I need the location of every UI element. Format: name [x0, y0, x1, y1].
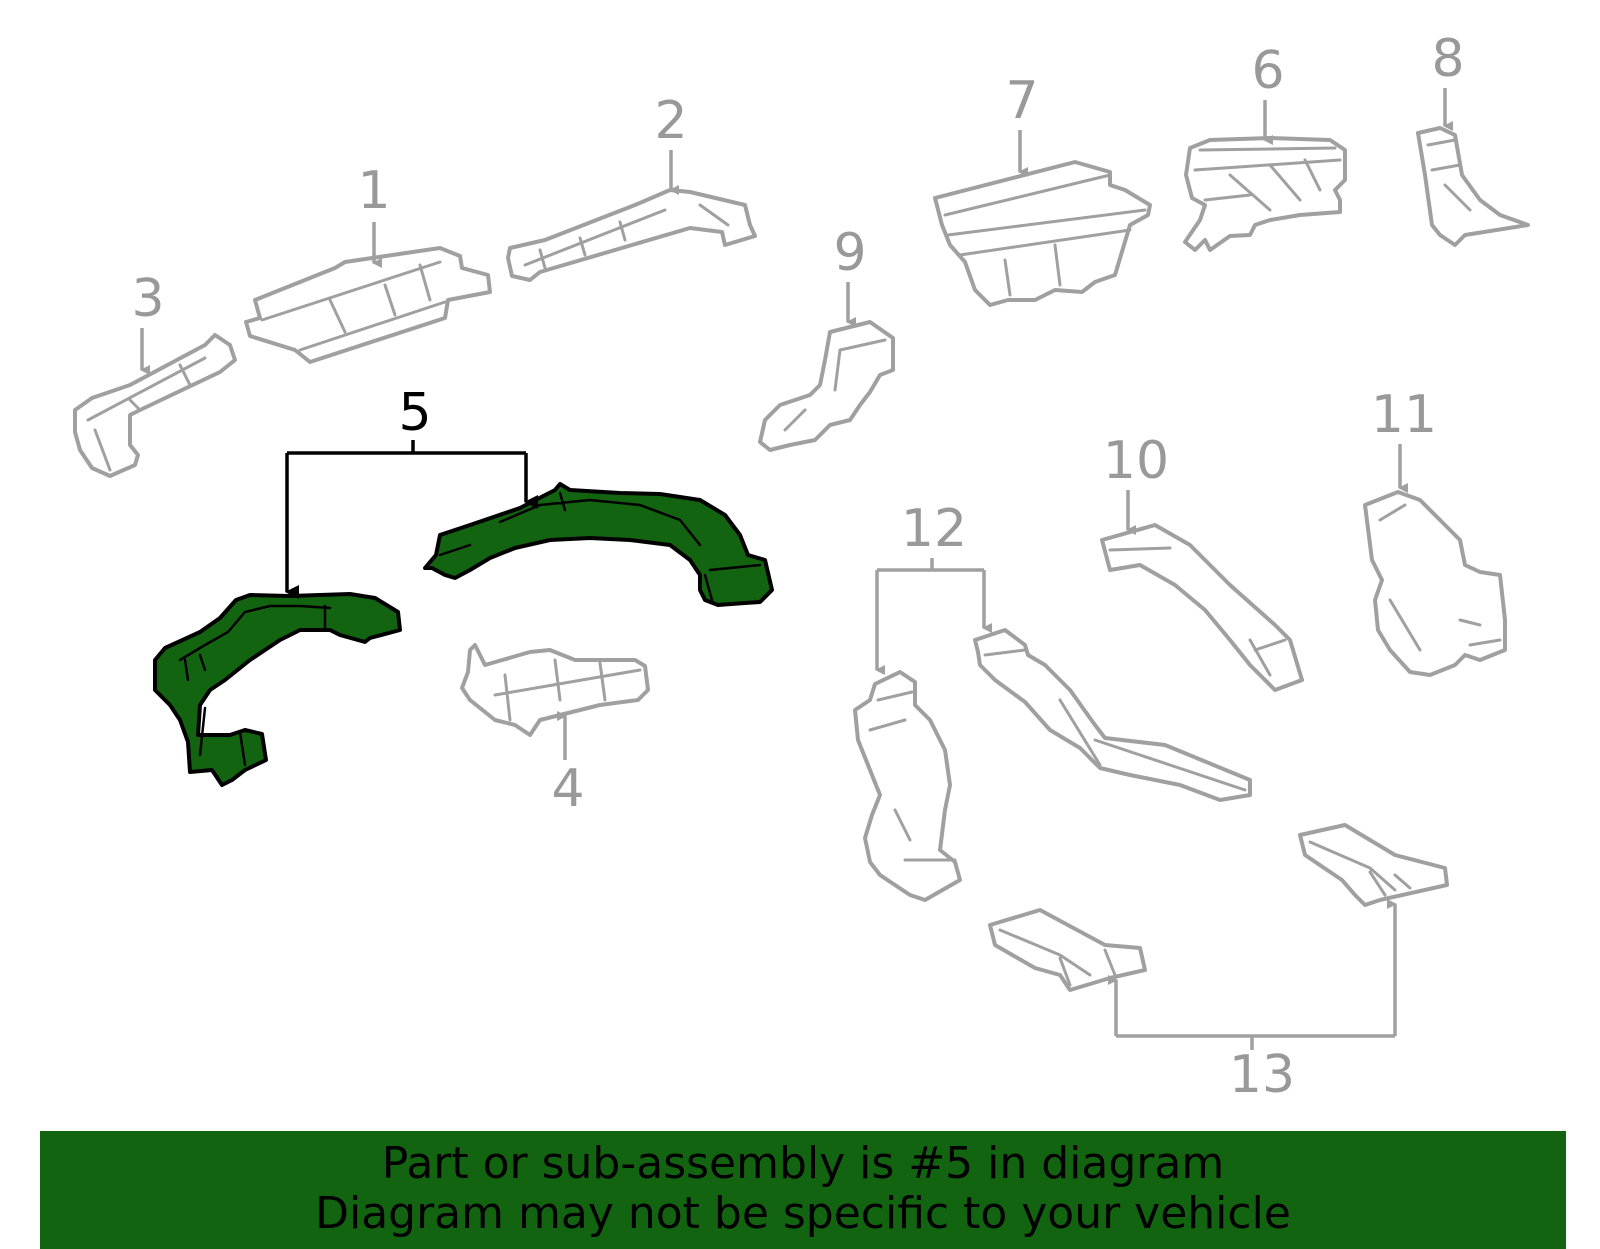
part-13-right-duct[interactable]	[1298, 823, 1449, 907]
part-8-duct[interactable]	[1416, 126, 1530, 247]
callout-8-label: 8	[1431, 29, 1464, 89]
callout-4-label: 4	[551, 759, 584, 819]
part-10-duct[interactable]	[1100, 523, 1304, 692]
callout-11-label: 11	[1371, 385, 1437, 445]
part-6-duct[interactable]	[1183, 136, 1347, 252]
banner-line-1: Part or sub-assembly is #5 in diagram	[381, 1138, 1225, 1189]
callout-3-label: 3	[131, 269, 164, 329]
callout-6-label: 6	[1251, 41, 1284, 101]
callout-7-label: 7	[1005, 71, 1038, 131]
part-9-duct[interactable]	[758, 320, 895, 452]
part-1-duct[interactable]	[244, 246, 492, 364]
callout-5-bracket	[287, 440, 526, 455]
callout-12-bracket	[877, 558, 984, 572]
banner-line-2: Diagram may not be specific to your vehi…	[315, 1188, 1291, 1239]
part-12-left-duct[interactable]	[853, 670, 962, 902]
part-4-duct[interactable]	[460, 643, 650, 737]
callout-10-label: 10	[1103, 431, 1169, 491]
callout-12-label: 12	[901, 499, 967, 559]
part-13-left-duct[interactable]	[988, 908, 1147, 992]
part-5-right-duct[interactable]	[423, 482, 774, 607]
part-7-duct[interactable]	[933, 160, 1152, 307]
callout-13-label: 13	[1229, 1045, 1295, 1105]
callout-1-label: 1	[357, 161, 390, 221]
part-12-right-duct[interactable]	[973, 628, 1252, 802]
info-banner: Part or sub-assembly is #5 in diagram Di…	[40, 1131, 1566, 1249]
callout-13-bracket	[1116, 1034, 1395, 1050]
callout-5-label: 5	[398, 383, 431, 443]
part-2-duct[interactable]	[506, 188, 757, 282]
callout-9-label: 9	[833, 223, 866, 283]
part-5-left-duct[interactable]	[153, 592, 402, 787]
callout-2-label: 2	[654, 91, 687, 151]
part-11-duct[interactable]	[1363, 490, 1507, 677]
part-3-duct[interactable]	[73, 333, 237, 478]
